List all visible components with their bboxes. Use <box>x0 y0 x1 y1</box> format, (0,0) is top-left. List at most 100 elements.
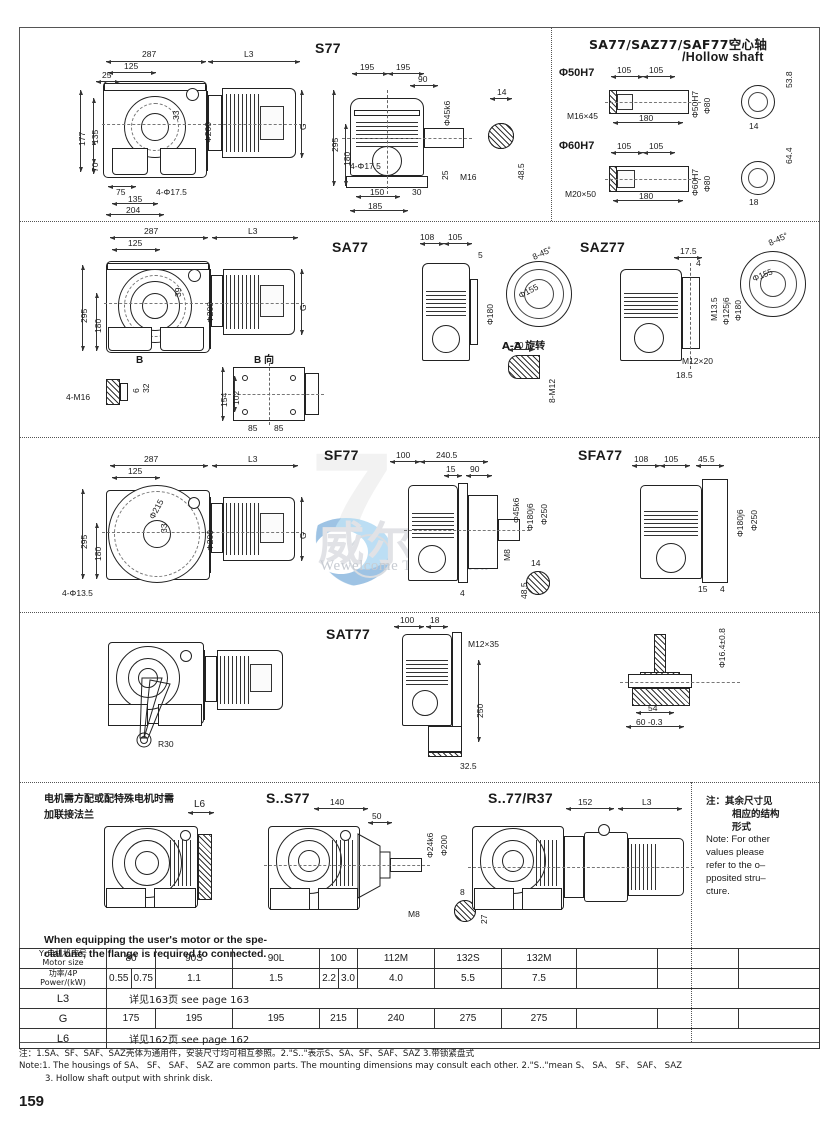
s77-foot-right <box>160 148 196 175</box>
dim-sf-485: 48.5 <box>519 582 529 599</box>
sf77-sec-fins <box>412 513 454 541</box>
saz77-flange-bore <box>760 271 786 297</box>
label-aa-rotate: A-A 旋转 <box>502 341 546 352</box>
shrink-washer <box>628 674 692 688</box>
row-separator-4 <box>20 782 819 783</box>
dimline-sat-18 <box>426 624 448 629</box>
footer-note-line2: Note:1. The housings of SA、 SF、 SAF、 SAZ… <box>19 1061 683 1072</box>
cell-power-75: 7.5 <box>501 968 577 989</box>
dim-8-45b: 8-45° <box>766 230 790 248</box>
dim-sf-l3: L3 <box>248 454 258 464</box>
col-separator-row5 <box>691 782 692 1042</box>
dimline-h50-105a <box>611 74 643 79</box>
title-saz77: SAZ77 <box>580 239 626 255</box>
dim-70: 70 <box>90 162 100 172</box>
dimline-287 <box>106 59 206 64</box>
row-separator-2 <box>20 437 819 438</box>
side-note-cn2: 相应的结构 <box>732 808 780 820</box>
cell-power-empty-1 <box>576 968 658 989</box>
dim-177: 177 <box>77 131 87 146</box>
hollow50-section-bore <box>748 92 768 112</box>
dim-sa-phi200: Φ200 <box>205 302 215 323</box>
table-row-g: G 175 195 195 215 240 275 275 <box>19 1008 820 1029</box>
dimline-185 <box>350 208 408 213</box>
dimline-r37-l3 <box>618 806 682 811</box>
saz77-bore <box>634 323 664 353</box>
dim-sa-g: G <box>298 304 308 311</box>
dim-sf-phi200: Φ200 <box>205 530 215 551</box>
dim-sat-250: 250 <box>475 703 485 718</box>
r37-centerline <box>468 867 694 868</box>
dim-60: 60 -0.3 <box>636 717 663 727</box>
dim-54: 54 <box>648 703 658 713</box>
dim-90: 90 <box>418 74 428 84</box>
dim-14: 14 <box>497 87 507 97</box>
dimline-sfa-105 <box>660 463 690 468</box>
hollow60-section-bore <box>748 168 768 188</box>
cell-power-55: 5.5 <box>434 968 502 989</box>
sat77-ground-hatch <box>428 752 462 757</box>
s77-end-vertical-centerline <box>387 90 388 194</box>
side-note-en5: cture. <box>706 885 730 897</box>
s77-centerline <box>102 124 302 125</box>
sa77-rear-face <box>210 269 211 349</box>
dim-l6: L6 <box>194 799 206 810</box>
flange-left-adapter <box>198 834 212 900</box>
dim-h60-105a: 105 <box>617 141 632 151</box>
ss77-foot-l <box>270 888 310 910</box>
dim-sf-33: 33 <box>159 523 169 533</box>
panel-sa77-saz77: SA77 SAZ77 287 L3 125 39 295 180 Φ200 G … <box>20 221 821 437</box>
dim-sf-100: 100 <box>396 450 411 460</box>
dim-r30: R30 <box>158 739 174 749</box>
r37-fins <box>536 840 560 886</box>
table-row-motor-size: Y₂电机机座号 Motor size 80 90S 90L 100 112M 1… <box>19 948 820 969</box>
dim-150: 150 <box>370 187 385 197</box>
cell-motor-90s: 90S <box>155 948 234 969</box>
dim-sfa-108: 108 <box>634 454 649 464</box>
dim-phi24k6: Φ24k6 <box>425 832 435 858</box>
bview-hole-br <box>290 409 296 415</box>
dim-4-phi135: 4-Φ13.5 <box>62 588 93 598</box>
dimline-g <box>299 90 304 158</box>
cell-g-empty-2 <box>657 1008 739 1029</box>
dim-ss-8: 8 <box>460 887 465 897</box>
table-row-l3: L3 详见163页 see page 163 <box>19 988 820 1009</box>
dim-ss-m8: M8 <box>408 909 420 919</box>
flange-left-fins <box>170 840 194 886</box>
sa77-key-step <box>120 383 128 401</box>
sa77-motor-fins <box>226 275 260 329</box>
dim-sfa-455: 45.5 <box>698 454 715 464</box>
dim-195a: 195 <box>360 62 375 72</box>
dim-85b: 85 <box>274 423 284 433</box>
dim-152: 152 <box>578 797 593 807</box>
dim-g: G <box>298 123 308 130</box>
cell-l6-label: L6 <box>19 1028 107 1049</box>
dim-85a: 85 <box>248 423 258 433</box>
ss77-fins <box>332 840 356 886</box>
dimline-54 <box>636 710 674 715</box>
s77-bolt-circle <box>131 103 179 151</box>
dim-phi45k6: Φ45k6 <box>442 100 452 126</box>
sf77-bolt-circle <box>114 491 200 577</box>
sa77-motor-flange <box>211 275 223 327</box>
flange-left-foot-r <box>154 888 196 908</box>
cell-g-215: 215 <box>319 1008 358 1029</box>
dim-185b: 18.5 <box>676 370 693 380</box>
cell-motor-132s: 132S <box>434 948 502 969</box>
aa-key-shape <box>508 355 540 379</box>
saz77-flange <box>682 277 700 349</box>
dim-25: 25 <box>102 70 112 80</box>
cell-power-empty-2 <box>657 968 739 989</box>
sa77-flange-face-inner <box>524 279 554 309</box>
r37-foot-l <box>474 888 514 910</box>
dimline-h60-105a <box>611 150 643 155</box>
sat77-lifting-eye <box>180 650 192 662</box>
sat77-foot-left <box>108 704 148 726</box>
dim-2405: 240.5 <box>436 450 458 460</box>
title-hollow-shaft-en: /Hollow shaft <box>682 50 764 64</box>
label-bore-50h7: Φ50H7 <box>559 67 595 79</box>
sat77-motor-fins <box>220 656 250 704</box>
dimline-sf-180 <box>94 523 99 579</box>
s77-housing-top-rib <box>104 83 206 91</box>
dimline-150 <box>356 194 400 199</box>
